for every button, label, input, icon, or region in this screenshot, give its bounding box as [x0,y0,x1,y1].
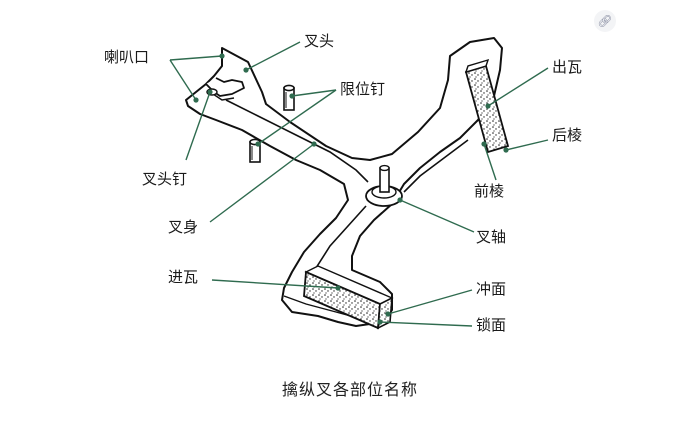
label-front-edge: 前棱 [474,182,505,200]
label-arbor: 叉轴 [476,228,507,246]
pallet-arbor [365,164,403,207]
leader-impulse-face [387,289,473,315]
leader-arbor [399,199,475,233]
leader-horn-mouth-b [169,59,197,101]
fork-inner-edge-3 [403,139,469,193]
leader-locking-face [379,321,473,327]
leader-exit-stone [487,67,549,107]
label-fork-body: 叉身 [168,218,199,236]
label-fork-head: 叉头 [304,32,335,50]
fork-body-outline [185,37,503,327]
link-button[interactable]: 🔗︎ [594,10,616,32]
diagram-caption: 擒纵叉各部位名称 [281,380,418,399]
leader-banking-pin-b [257,89,337,145]
leader-banking-pin-a [291,89,337,97]
banking-pin-upper [283,84,295,111]
leader-front-edge [483,143,497,181]
leader-entry-stone [211,279,339,289]
leader-lines [169,41,549,327]
label-locking-face: 锁面 [476,316,507,334]
link-icon: 🔗︎ [597,14,613,28]
label-guard-pin: 叉头钉 [142,170,188,188]
leader-dots [193,53,509,325]
label-impulse-face: 冲面 [476,280,507,298]
label-horn-mouth: 喇叭口 [104,48,150,66]
leader-fork-head [245,41,301,71]
label-entry-stone: 进瓦 [168,268,199,286]
leader-horn-mouth-a [169,55,223,61]
leader-back-edge [505,139,549,151]
label-back-edge: 后棱 [552,126,583,144]
leader-guard-pin [185,91,211,161]
leader-fork-body [209,143,315,223]
exit-pallet-stone [464,58,510,154]
label-banking-pin: 限位钉 [340,80,386,98]
label-exit-stone: 出瓦 [552,58,583,76]
